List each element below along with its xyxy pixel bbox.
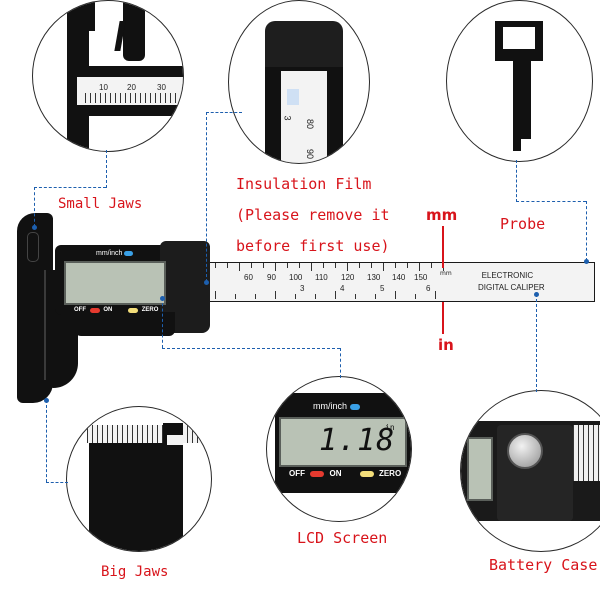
mode-label: mm/inch bbox=[96, 250, 123, 257]
small-jaws-zoom: 10 20 30 bbox=[32, 0, 184, 152]
brand-line-1: ELECTRONIC bbox=[481, 271, 534, 280]
in-pointer-line bbox=[442, 302, 444, 334]
caliper-lcd bbox=[64, 261, 166, 305]
leader-dot bbox=[160, 296, 165, 301]
lcd-reading: 1.18 bbox=[319, 423, 396, 458]
label-insulation-3: before first use) bbox=[236, 237, 390, 255]
battery-case-zoom bbox=[460, 390, 600, 552]
beam-mm-tick-label: 150 bbox=[414, 273, 428, 282]
lcd-zoom-button-row: OFF ON ZERO bbox=[289, 469, 401, 478]
leader-dot bbox=[584, 259, 589, 264]
off-on-button[interactable] bbox=[89, 307, 100, 313]
beam-mm-tick-label: 110 bbox=[315, 273, 328, 282]
leader-lcd-v bbox=[162, 298, 163, 348]
jaw-edge bbox=[44, 270, 46, 380]
leader-dot bbox=[32, 225, 37, 230]
zero-label: ZERO bbox=[141, 307, 159, 313]
beam-ticks bbox=[215, 263, 460, 299]
beam-mm-tick-label: 100 bbox=[289, 273, 303, 282]
zero-button[interactable] bbox=[128, 307, 139, 313]
beam-mm-tick-label: 120 bbox=[341, 273, 355, 282]
small-jaws-tick-label: 30 bbox=[157, 83, 166, 92]
leader-small-jaws-h bbox=[34, 187, 106, 188]
leader-probe-v2 bbox=[586, 201, 587, 261]
label-battery-case: Battery Case bbox=[489, 556, 598, 574]
label-insulation-2: (Please remove it bbox=[236, 206, 390, 224]
small-jaws-tick-label: 20 bbox=[127, 83, 136, 92]
beam-mm-tick-label: 60 bbox=[244, 273, 253, 282]
unit-in-label: in bbox=[438, 336, 454, 354]
lcd-zoom-on-button[interactable] bbox=[310, 470, 325, 477]
leader-dot bbox=[534, 292, 539, 297]
probe-zoom bbox=[446, 0, 593, 162]
label-lcd-screen: LCD Screen bbox=[297, 529, 388, 547]
label-probe: Probe bbox=[500, 215, 546, 233]
beam-in-tick-label: 6 bbox=[426, 284, 431, 293]
label-small-jaws: Small Jaws bbox=[58, 196, 143, 212]
head-mode-label: mm/inch bbox=[96, 250, 134, 257]
lcd-screen-zoom: mm/inch 1.18 in OFF ON ZERO bbox=[266, 376, 412, 522]
beam-in-tick-label: 4 bbox=[340, 284, 345, 293]
jaw-slot bbox=[27, 232, 39, 262]
label-big-jaws: Big Jaws bbox=[101, 564, 169, 580]
beam-mm-tick-label: 140 bbox=[392, 273, 406, 282]
unit-mm-label: mm bbox=[426, 206, 458, 224]
small-jaws-tick-label: 10 bbox=[99, 83, 108, 92]
insulation-side-number: 3 bbox=[282, 115, 293, 121]
lcd-unit: in bbox=[385, 423, 395, 432]
leader-small-jaws-top bbox=[106, 150, 107, 188]
insulation-film-zoom: 3 80 90 bbox=[228, 0, 370, 164]
lcd-zoom-mode-text: mm/inch bbox=[313, 401, 348, 411]
insulation-tick-label: 80 bbox=[305, 118, 316, 130]
mode-indicator bbox=[124, 250, 134, 256]
brand-text: ELECTRONIC DIGITAL CALIPER bbox=[470, 270, 545, 294]
leader-lcd-h bbox=[162, 348, 340, 349]
leader-probe-v bbox=[516, 160, 517, 202]
leader-dot bbox=[204, 280, 209, 285]
mm-pointer-line bbox=[442, 226, 444, 268]
leader-lcd-v2 bbox=[340, 348, 341, 378]
beam-in-tick-label: 3 bbox=[300, 284, 305, 293]
leader-battery-v bbox=[536, 294, 537, 392]
caliper-head-lower bbox=[75, 312, 175, 336]
lcd-zoom-off-label: OFF bbox=[289, 469, 305, 479]
beam-mm-tick-label: 130 bbox=[367, 273, 381, 282]
leader-big-jaws-v bbox=[46, 400, 47, 482]
beam-in-tick-label: 5 bbox=[380, 284, 385, 293]
lcd-zoom-mode-indicator bbox=[349, 403, 360, 410]
caliper-beam bbox=[200, 262, 595, 302]
leader-insulation-v bbox=[206, 112, 207, 282]
lcd-zoom-on-label: ON bbox=[329, 469, 342, 479]
lcd-display: 1.18 in bbox=[279, 417, 407, 467]
lcd-zoom-zero-button[interactable] bbox=[359, 470, 374, 477]
big-jaws-zoom bbox=[66, 406, 212, 552]
beam-mm-unit: mm bbox=[440, 270, 452, 277]
on-label: ON bbox=[103, 307, 113, 313]
label-insulation-1: Insulation Film bbox=[236, 175, 372, 193]
head-button-row: OFF ON ZERO bbox=[74, 307, 158, 314]
brand-line-2: DIGITAL CALIPER bbox=[478, 283, 545, 292]
leader-dot bbox=[44, 398, 49, 403]
leader-insulation-h bbox=[206, 112, 242, 113]
battery-coin-icon bbox=[507, 433, 543, 469]
leader-small-jaws-down bbox=[34, 187, 35, 227]
leader-big-jaws-h bbox=[46, 482, 68, 483]
off-label: OFF bbox=[74, 307, 86, 313]
leader-probe-h bbox=[516, 201, 586, 202]
beam-mm-tick-label: 90 bbox=[267, 273, 276, 282]
lcd-zoom-mode-label: mm/inch bbox=[313, 401, 360, 411]
caliper-jaw-outer bbox=[17, 213, 53, 403]
lcd-zoom-zero-label: ZERO bbox=[378, 469, 402, 479]
insulation-tick-label: 90 bbox=[305, 148, 316, 160]
